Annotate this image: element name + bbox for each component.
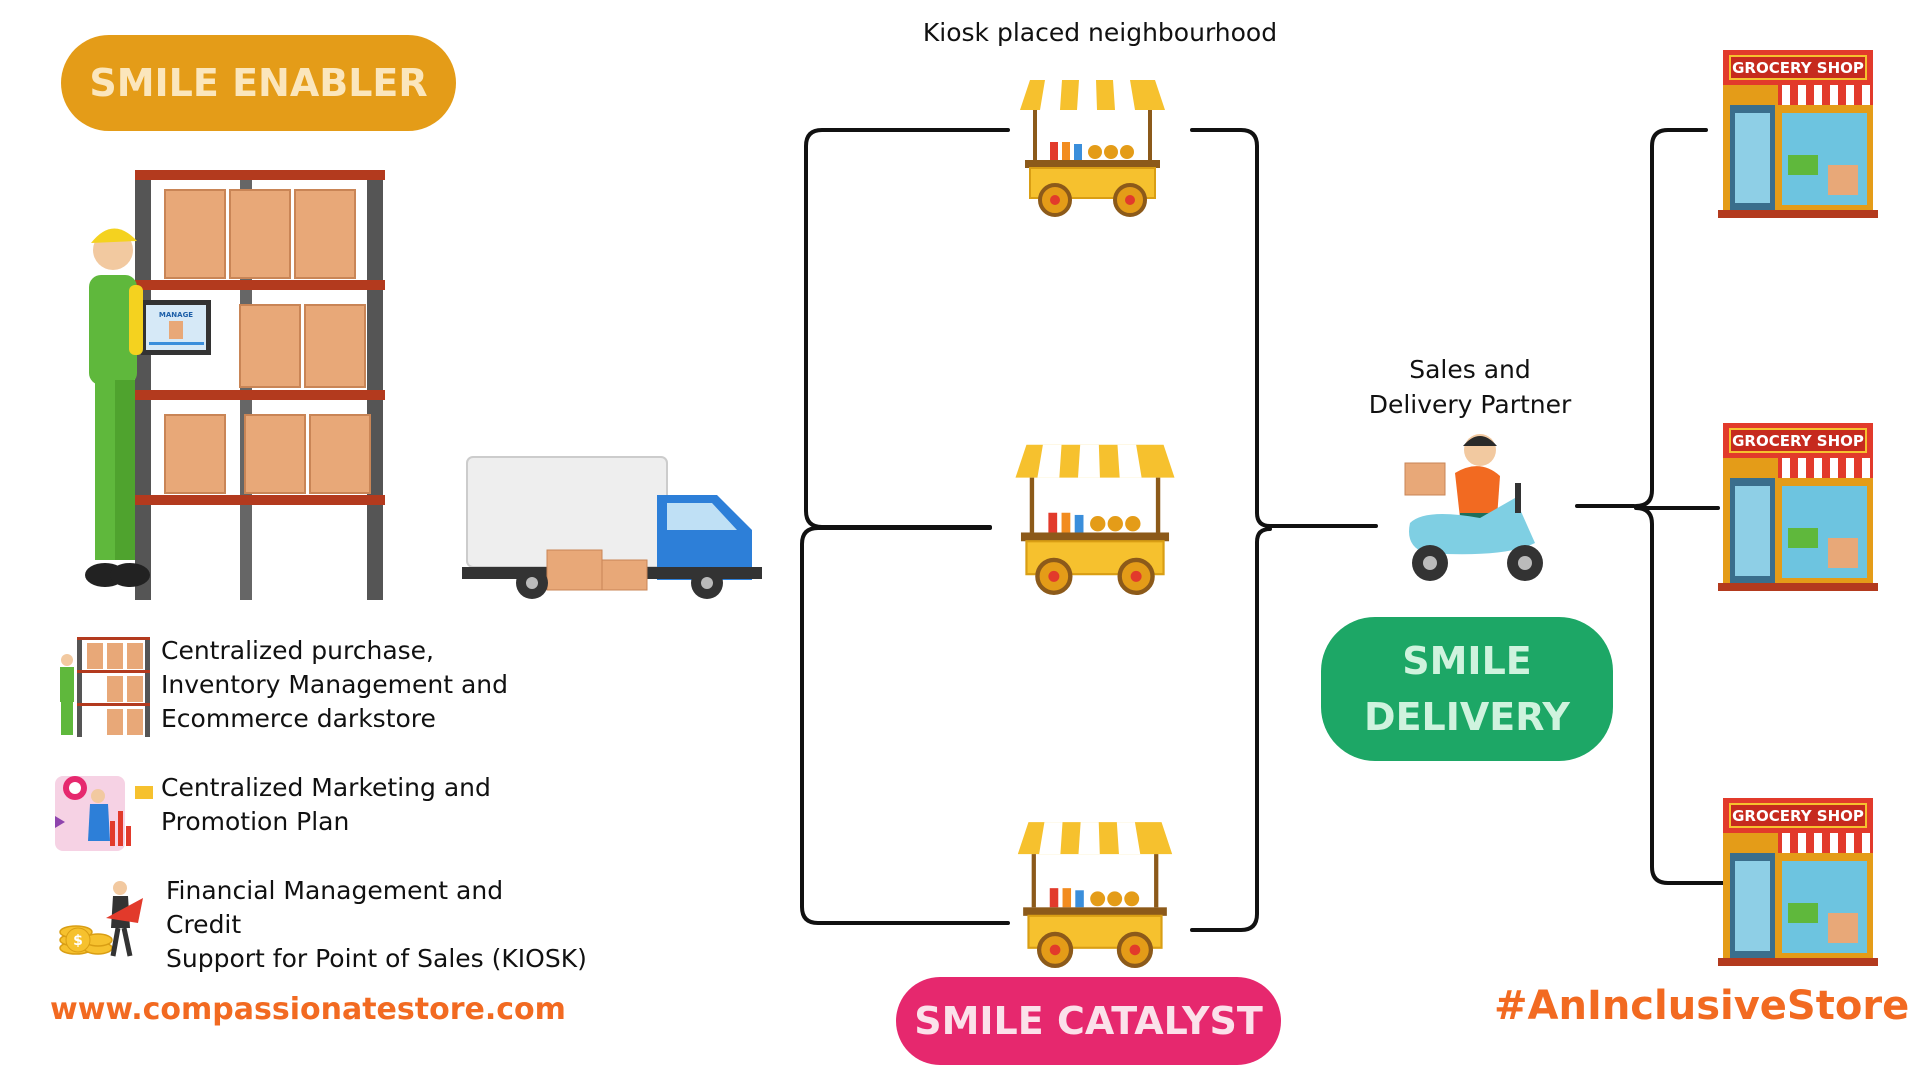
smile-delivery-label-line1: SMILE: [1402, 639, 1532, 683]
shop-sign: GROCERY SHOP: [1732, 59, 1864, 77]
smile-delivery-label-line2: DELIVERY: [1364, 695, 1570, 739]
connector-bottom-right: [1190, 527, 1272, 932]
partner-caption-line2: Delivery Partner: [1368, 390, 1572, 419]
smile-enabler-badge: SMILE ENABLER: [61, 35, 456, 131]
svg-text:$: $: [73, 933, 83, 949]
grocery-shop-illustration: [1718, 418, 1878, 593]
delivery-scooter-illustration: [1404, 434, 1543, 581]
feature-finance-line2: Credit: [166, 910, 242, 939]
kiosk-cart-illustration: [1010, 425, 1180, 595]
marketing-icon: [55, 776, 153, 851]
connector-top-left: [804, 128, 1010, 529]
grocery-shop-illustration: [1718, 793, 1878, 968]
connector-top-right: [1190, 128, 1378, 528]
smile-catalyst-badge: SMILE CATALYST: [896, 977, 1281, 1065]
feature-purchase-line3: Ecommerce darkstore: [161, 704, 436, 733]
finance-icon: $: [59, 881, 143, 957]
partner-caption: Sales and Delivery Partner: [1340, 352, 1600, 422]
connector-bottom-left: [800, 526, 1010, 925]
hashtag-text: #AnInclusiveStore: [1494, 983, 1910, 1029]
feature-finance-line1: Financial Management and: [166, 876, 504, 905]
monitor-label: MANAGE: [159, 311, 193, 319]
delivery-truck-illustration: [462, 456, 762, 599]
feature-marketing: Centralized Marketing and Promotion Plan: [161, 771, 491, 839]
smile-catalyst-label: SMILE CATALYST: [914, 999, 1263, 1043]
partner-caption-line1: Sales and: [1409, 355, 1531, 384]
kiosk-cart-illustration: [1020, 80, 1165, 217]
feature-finance: Financial Management and Credit Support …: [166, 874, 587, 976]
warehouse-worker-icon: [60, 637, 150, 737]
feature-purchase-line2: Inventory Management and: [161, 670, 509, 699]
feature-purchase: Centralized purchase, Inventory Manageme…: [161, 634, 508, 736]
kiosk-cart-illustration: [1010, 803, 1180, 968]
connector-scooter-shops: [1575, 128, 1727, 885]
smile-delivery-badge: SMILE DELIVERY: [1321, 617, 1613, 761]
smile-enabler-label: SMILE ENABLER: [89, 61, 428, 105]
feature-purchase-line1: Centralized purchase,: [161, 636, 434, 665]
kiosk-caption: Kiosk placed neighbourhood: [922, 18, 1278, 47]
warehouse-worker-illustration: MANAGE: [85, 170, 385, 600]
grocery-shop-illustration: GROCERY SHOP: [1718, 50, 1878, 218]
feature-marketing-line2: Promotion Plan: [161, 807, 350, 836]
feature-finance-line3: Support for Point of Sales (KIOSK): [166, 944, 587, 973]
feature-marketing-line1: Centralized Marketing and: [161, 773, 491, 802]
website-link[interactable]: www.compassionatestore.com: [50, 992, 566, 1027]
